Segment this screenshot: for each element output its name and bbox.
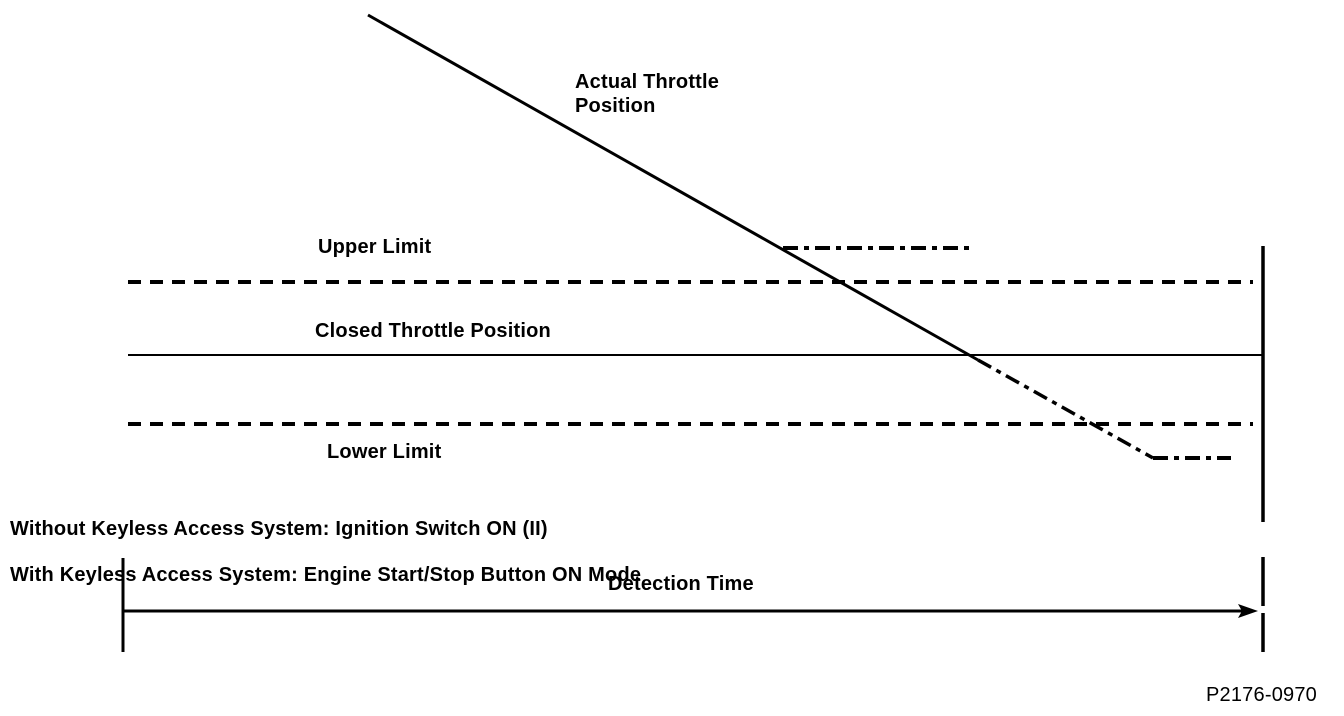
lower-limit-label: Lower Limit bbox=[327, 441, 442, 463]
condition-with-keyless: With Keyless Access System: Engine Start… bbox=[10, 564, 642, 586]
actual-throttle-position-label: Actual Throttle Position bbox=[575, 71, 720, 117]
actual-throttle-solid-line bbox=[367, 13, 979, 362]
closed-throttle-position-label: Closed Throttle Position bbox=[315, 320, 551, 342]
upper-limit-label: Upper Limit bbox=[318, 236, 432, 258]
detection-time-arrowhead bbox=[1238, 604, 1258, 618]
condition-without-keyless: Without Keyless Access System: Ignition … bbox=[10, 518, 548, 540]
ignition-condition-block: Without Keyless Access System: Ignition … bbox=[10, 494, 641, 610]
actual-throttle-dashdot-line bbox=[977, 358, 1154, 460]
detection-time-label: Detection Time bbox=[608, 573, 754, 595]
figure-code: P2176-0970 bbox=[1206, 684, 1317, 706]
